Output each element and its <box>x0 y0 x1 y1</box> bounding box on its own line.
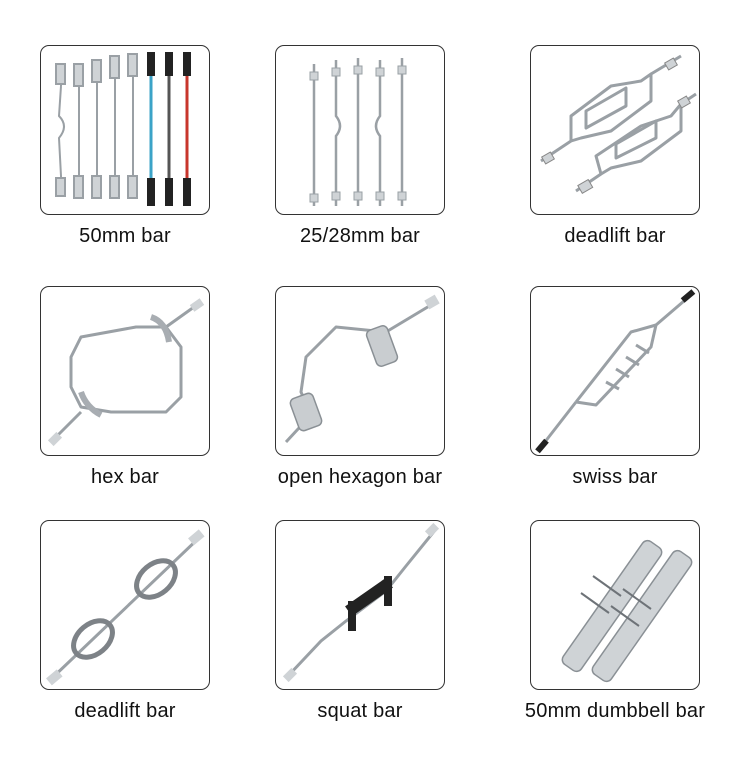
product-label: deadlift bar <box>564 225 666 247</box>
open-hex-bar-icon <box>284 294 440 444</box>
product-tile-deadlift-bar[interactable]: deadlift bar <box>530 45 750 285</box>
product-image-card[interactable] <box>530 286 700 456</box>
product-image-card[interactable] <box>530 45 700 215</box>
product-tile-squat-bar[interactable]: squat bar <box>275 520 515 760</box>
product-tile-oval-deadlift-bar[interactable]: deadlift bar <box>40 520 280 760</box>
product-label: 50mm dumbbell bar <box>524 700 706 722</box>
product-tile-50mm-bar[interactable]: 50mm bar <box>40 45 280 285</box>
product-image-card[interactable] <box>275 45 445 215</box>
swiss-bar-icon <box>535 289 696 454</box>
oval-deadlift-bar-icon <box>46 529 205 686</box>
product-image-card[interactable] <box>40 45 210 215</box>
product-tile-25-28mm-bar[interactable]: 25/28mm bar <box>275 45 515 285</box>
product-tile-swiss-bar[interactable]: swiss bar <box>530 286 750 526</box>
standard-bars-icon <box>309 58 407 206</box>
trap-bar-pair-icon <box>540 54 697 195</box>
safety-squat-bar-icon <box>282 522 440 683</box>
dumbbell-handles-icon <box>561 539 693 683</box>
product-label: squat bar <box>317 700 403 722</box>
product-image-card[interactable] <box>530 520 700 690</box>
product-image-card[interactable] <box>275 520 445 690</box>
product-tile-50mm-dumbbell-bar[interactable]: 50mm dumbbell bar <box>525 520 750 760</box>
product-label: swiss bar <box>572 466 658 488</box>
product-label: deadlift bar <box>74 700 176 722</box>
product-label: hex bar <box>90 466 160 488</box>
product-label: 50mm bar <box>79 225 171 247</box>
hex-bar-icon <box>47 298 205 447</box>
product-image-card[interactable] <box>40 520 210 690</box>
product-tile-open-hexagon-bar[interactable]: open hexagon bar <box>275 286 515 526</box>
product-tile-hex-bar[interactable]: hex bar <box>40 286 280 526</box>
product-image-card[interactable] <box>40 286 210 456</box>
product-label: 25/28mm bar <box>299 225 421 247</box>
product-image-card[interactable] <box>275 286 445 456</box>
olympic-bars-icon <box>55 52 191 206</box>
product-label: open hexagon bar <box>277 466 443 488</box>
